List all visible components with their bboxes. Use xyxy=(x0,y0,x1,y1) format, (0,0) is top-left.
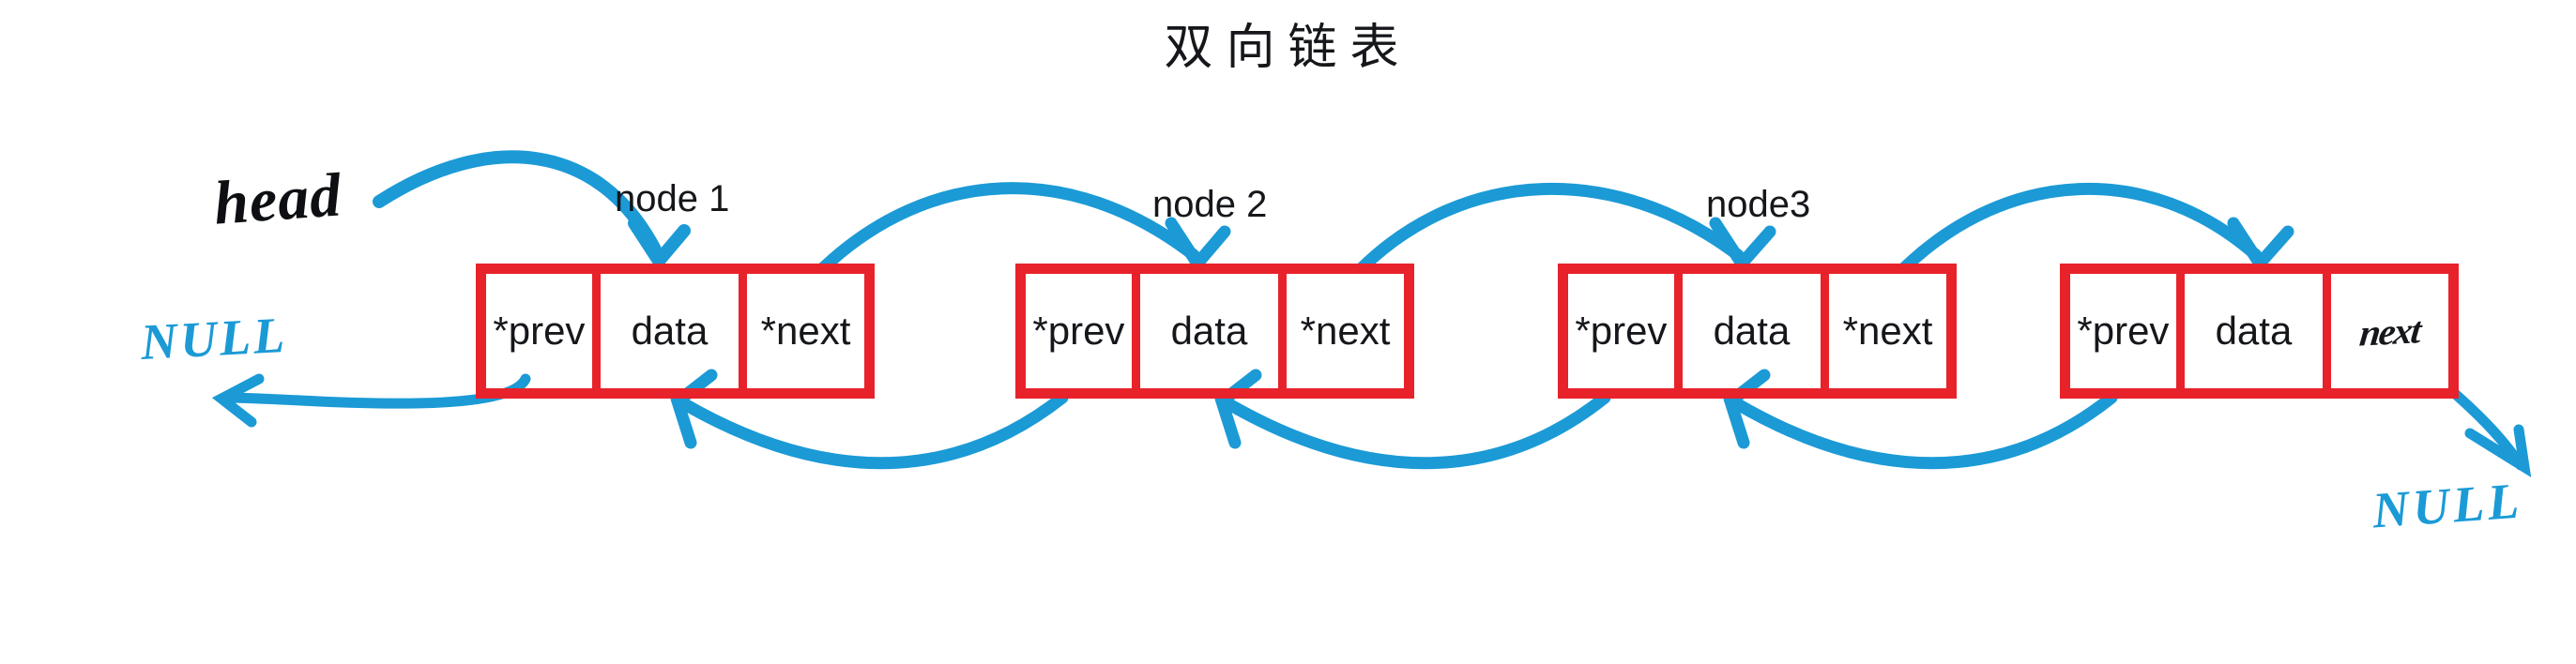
node-1-next-cell: *next xyxy=(760,309,851,353)
next-arrow-3 xyxy=(1898,183,2294,274)
node-3-next-cell: *next xyxy=(1842,309,1933,353)
node-box-3: *prev data *next xyxy=(1558,264,1957,399)
page-title: 双向链表 xyxy=(1164,20,1412,76)
node-3-prev-cell: *prev xyxy=(1568,274,1683,388)
node-box-2: *prev data *next xyxy=(1015,264,1414,399)
node-box-4: *prev data next xyxy=(2060,264,2459,399)
node-4-next-cell-handwritten: next xyxy=(2357,308,2422,355)
next-null-arrow-right xyxy=(2447,386,2532,477)
node-2-prev-cell: *prev xyxy=(1026,274,1140,388)
node-2-next-cell: *next xyxy=(1300,309,1391,353)
null-annotation-right: NULL xyxy=(2370,472,2524,539)
node-2-data-cell: data xyxy=(1140,274,1288,388)
node-3-data-cell: data xyxy=(1683,274,1830,388)
node-1-prev-cell: *prev xyxy=(486,274,601,388)
null-annotation-left: NULL xyxy=(139,306,289,371)
node-4-prev-cell: *prev xyxy=(2070,274,2185,388)
node-box-1: *prev data *next xyxy=(476,264,875,399)
node-label-3: node3 xyxy=(1706,184,1811,225)
head-annotation: head xyxy=(211,160,344,238)
node-1-data-cell: data xyxy=(601,274,748,388)
node-label-2: node 2 xyxy=(1152,184,1268,225)
node-4-data-cell: data xyxy=(2185,274,2332,388)
node-label-1: node 1 xyxy=(615,178,730,219)
